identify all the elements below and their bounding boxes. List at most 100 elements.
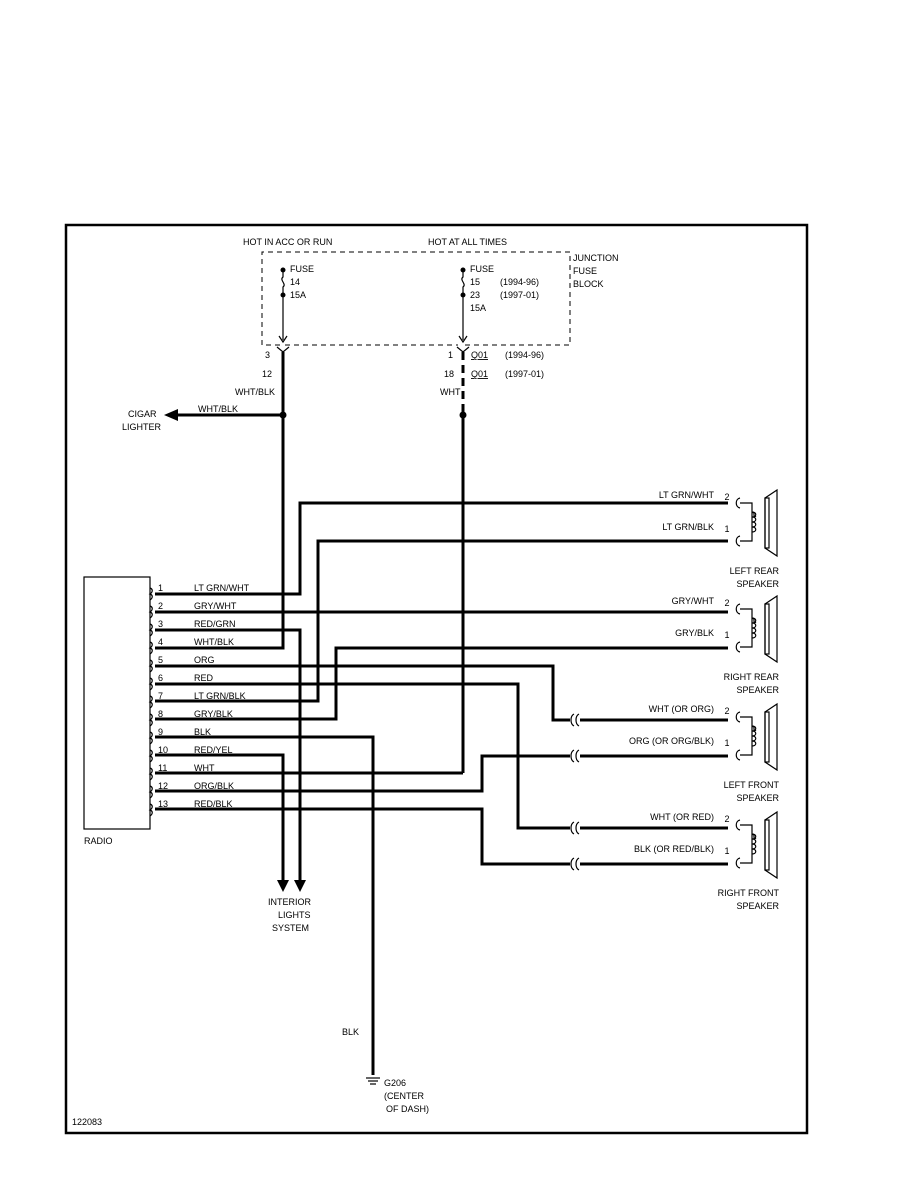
svg-text:WHT: WHT xyxy=(440,387,461,397)
radio-pin-number: 10 xyxy=(158,745,168,755)
fuse-14: FUSE 14 15A xyxy=(278,264,314,344)
radio-pin-wire-color: ORG/BLK xyxy=(194,781,234,791)
radio-pin-number: 6 xyxy=(158,673,163,683)
svg-text:(1997-01): (1997-01) xyxy=(505,369,544,379)
svg-text:INTERIOR: INTERIOR xyxy=(268,897,312,907)
svg-text:Q01: Q01 xyxy=(471,350,488,360)
speaker-wire-1-label: BLK (OR RED/BLK) xyxy=(634,844,714,854)
radio-pin-number: 3 xyxy=(158,619,163,629)
svg-text:18: 18 xyxy=(444,369,454,379)
speaker-name-2: SPEAKER xyxy=(736,901,779,911)
radio-pin-number: 13 xyxy=(158,799,168,809)
diagram-number: 122083 xyxy=(72,1117,102,1127)
radio-wires xyxy=(155,501,728,1075)
speaker-name-1: RIGHT FRONT xyxy=(718,888,780,898)
fuse-15-23: FUSE 15 (1994-96) 23 (1997-01) 15A xyxy=(458,264,539,344)
svg-text:G206: G206 xyxy=(384,1078,406,1088)
speaker-pin-1: 1 xyxy=(724,630,729,640)
speaker-pin-2: 2 xyxy=(724,598,729,608)
svg-text:(1994-96): (1994-96) xyxy=(500,277,539,287)
hot-all-times-label: HOT AT ALL TIMES xyxy=(428,237,507,247)
radio-pin-terminal xyxy=(148,695,153,709)
svg-text:Q01: Q01 xyxy=(471,369,488,379)
radio-label: RADIO xyxy=(84,836,113,846)
diagram-frame xyxy=(64,223,809,1135)
svg-text:(CENTER: (CENTER xyxy=(384,1091,424,1101)
radio-pin-number: 2 xyxy=(158,601,163,611)
svg-text:LIGHTS: LIGHTS xyxy=(278,910,311,920)
interior-lights-system: INTERIOR LIGHTS SYSTEM xyxy=(268,880,312,933)
svg-text:15A: 15A xyxy=(290,290,306,300)
speaker-name-1: LEFT FRONT xyxy=(724,780,780,790)
radio-pin-number: 8 xyxy=(158,709,163,719)
connector-right: 1 Q01 (1994-96) 18 Q01 (1997-01) WHT xyxy=(440,346,544,397)
speaker-wire-2-label: WHT (OR RED) xyxy=(650,812,714,822)
svg-text:14: 14 xyxy=(290,277,300,287)
radio-pin-wire-color: RED xyxy=(194,673,214,683)
svg-text:12: 12 xyxy=(262,369,272,379)
speaker-pin-1: 1 xyxy=(724,846,729,856)
radio-pin-wire-color: WHT xyxy=(194,763,215,773)
junction-label-3: BLOCK xyxy=(573,279,604,289)
cigar-lighter-label-1: CIGAR xyxy=(128,409,157,419)
radio-pin-terminal xyxy=(148,767,153,781)
junction-label-2: FUSE xyxy=(573,266,597,276)
radio-pin-terminal xyxy=(148,731,153,745)
radio-pin-number: 9 xyxy=(158,727,163,737)
radio-pin-number: 5 xyxy=(158,655,163,665)
radio-pin-terminal xyxy=(148,677,153,691)
cigar-wire-label: WHT/BLK xyxy=(198,404,238,414)
feed-wires: WHT/BLK CIGAR LIGHTER xyxy=(122,352,467,773)
radio-pin-terminal xyxy=(148,785,153,799)
speaker-pin-1: 1 xyxy=(724,738,729,748)
radio-pin-number: 12 xyxy=(158,781,168,791)
hot-acc-run-label: HOT IN ACC OR RUN xyxy=(243,237,332,247)
svg-text:23: 23 xyxy=(470,290,480,300)
radio-pin-wire-color: ORG xyxy=(194,655,215,665)
radio-pin-wire-color: LT GRN/WHT xyxy=(194,583,250,593)
junction-label-1: JUNCTION xyxy=(573,253,619,263)
radio-pin-wire-color: GRY/WHT xyxy=(194,601,237,611)
svg-text:OF DASH): OF DASH) xyxy=(386,1104,429,1114)
radio-pin-wire-color: LT GRN/BLK xyxy=(194,691,246,701)
speaker-name-2: SPEAKER xyxy=(736,579,779,589)
junction-fuse-block: HOT IN ACC OR RUN HOT AT ALL TIMES JUNCT… xyxy=(243,237,619,346)
radio-pin-terminal xyxy=(148,605,153,619)
speaker-name-2: SPEAKER xyxy=(736,793,779,803)
radio-pin-wire-color: RED/GRN xyxy=(194,619,236,629)
radio-pin-terminal xyxy=(148,587,153,601)
svg-text:(1994-96): (1994-96) xyxy=(505,350,544,360)
radio-pin-terminal xyxy=(148,803,153,817)
radio-pin-terminal xyxy=(148,623,153,637)
speaker-wire-1-label: LT GRN/BLK xyxy=(662,522,714,532)
svg-text:WHT/BLK: WHT/BLK xyxy=(235,387,275,397)
speaker-wire-2-label: LT GRN/WHT xyxy=(659,490,715,500)
cigar-lighter-label-2: LIGHTER xyxy=(122,422,162,432)
svg-text:15A: 15A xyxy=(470,303,486,313)
speaker-pin-2: 2 xyxy=(724,706,729,716)
radio-pin-number: 7 xyxy=(158,691,163,701)
svg-text:1: 1 xyxy=(448,350,453,360)
svg-text:SYSTEM: SYSTEM xyxy=(272,923,309,933)
speaker-name-2: SPEAKER xyxy=(736,685,779,695)
speaker-name-1: RIGHT REAR xyxy=(724,672,780,682)
radio-pin-number: 4 xyxy=(158,637,163,647)
ground-wire-label: BLK xyxy=(342,1027,359,1037)
speaker-pin-2: 2 xyxy=(724,814,729,824)
speaker-wire-2-label: GRY/WHT xyxy=(672,596,715,606)
speaker-wire-1-label: GRY/BLK xyxy=(675,628,714,638)
radio-pin-terminal xyxy=(148,659,153,673)
radio-pin-wire-color: WHT/BLK xyxy=(194,637,234,647)
radio-pin-wire-color: GRY/BLK xyxy=(194,709,233,719)
svg-text:FUSE: FUSE xyxy=(470,264,494,274)
radio-pin-terminal xyxy=(148,713,153,727)
radio-pin-terminal xyxy=(148,641,153,655)
svg-text:3: 3 xyxy=(265,350,270,360)
ground-g206: BLK G206 (CENTER OF DASH) xyxy=(342,1027,429,1114)
